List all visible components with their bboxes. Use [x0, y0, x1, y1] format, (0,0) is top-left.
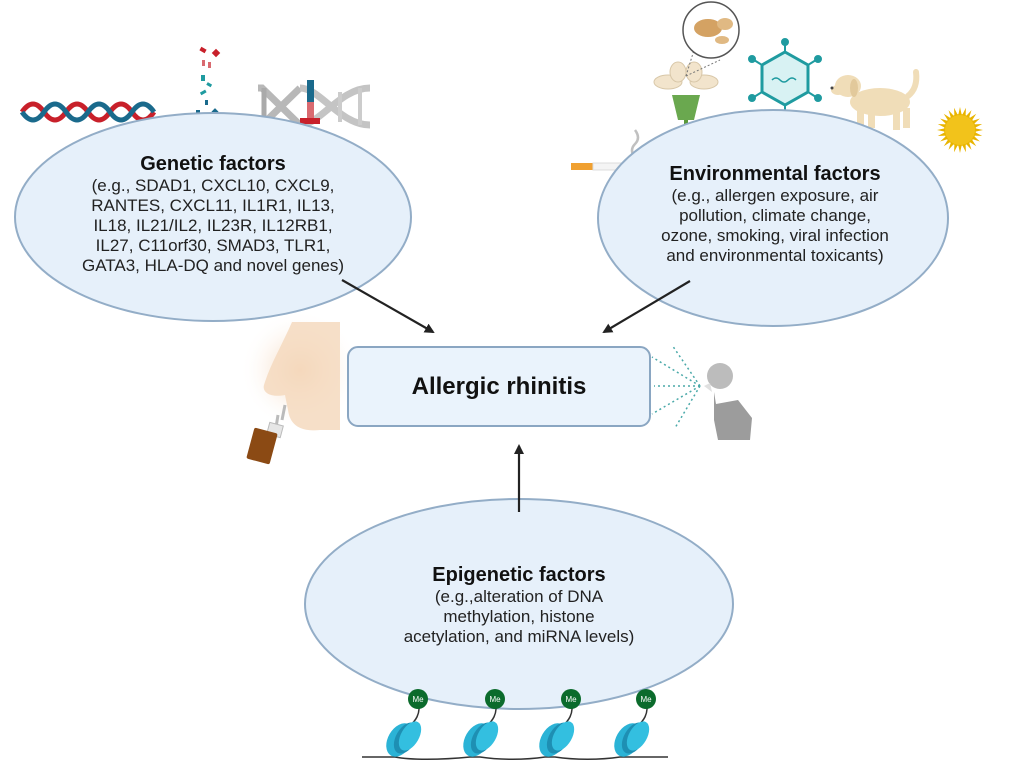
pollen-spike: [971, 118, 980, 125]
environmental-line: (e.g., allergen exposure, air: [671, 186, 879, 205]
pollen-spike: [943, 139, 951, 147]
pollen-spike: [943, 113, 951, 121]
genetic-line: GATA3, HLA-DQ and novel genes): [81, 256, 345, 275]
environmental-line: pollution, climate change,: [679, 206, 871, 225]
pollen-spike: [962, 107, 966, 117]
nucleosome-icon: Me: [539, 689, 581, 757]
environmental-to-center-arrow: [602, 280, 691, 334]
pollen-spike: [937, 132, 947, 136]
allergic-rhinitis-box: [347, 346, 651, 427]
nucleosome-icon: Me: [463, 689, 505, 757]
pollen-spike: [948, 110, 955, 119]
methyl-label: Me: [640, 695, 652, 704]
genetic-factors-title: Genetic factors: [140, 153, 286, 175]
genetic-factors-ellipse: [14, 112, 412, 322]
genetic-to-center-arrow: [341, 279, 435, 333]
environmental-line: ozone, smoking, viral infection: [661, 226, 889, 245]
pollen-spike: [954, 143, 958, 153]
chromatin-icon: Me Me Me Me: [362, 689, 668, 760]
sneezing-person-icon: [651, 344, 752, 440]
pollen-spike: [971, 135, 980, 142]
pollen-spike: [954, 107, 958, 117]
environmental-factors-title: Environmental factors: [669, 163, 881, 185]
epigenetic-factors-text: Epigenetic factors (e.g.,alteration of D…: [360, 563, 678, 647]
pollen-spike: [969, 113, 977, 121]
methyl-label: Me: [489, 695, 501, 704]
pollen-spike: [962, 143, 966, 153]
dog-icon: [830, 69, 920, 130]
dna-double-helix-icon: [19, 101, 157, 123]
allergic-rhinitis-label: Allergic rhinitis: [411, 372, 587, 400]
epigenetic-factors-title: Epigenetic factors: [432, 564, 606, 586]
nucleosome-icon: Me: [386, 689, 428, 757]
pollen-spike: [937, 124, 947, 128]
genetic-factors-text: Genetic factors (e.g., SDAD1, CXCL10, CX…: [40, 152, 386, 276]
pollen-spike: [974, 128, 983, 132]
methyl-label: Me: [412, 695, 424, 704]
genetic-line: IL27, C11orf30, SMAD3, TLR1,: [95, 236, 331, 255]
virus-icon: [748, 38, 822, 120]
pollen-spike: [937, 128, 946, 132]
epigenetic-line: acetylation, and miRNA levels): [403, 627, 635, 646]
pollen-spike: [965, 141, 972, 150]
nucleosome-icon: Me: [614, 689, 656, 757]
pollen-flower-icon: [653, 1, 740, 140]
environmental-factors-ellipse: [597, 109, 949, 327]
epigenetic-line: (e.g.,alteration of DNA: [434, 587, 604, 606]
methyl-label: Me: [565, 695, 577, 704]
pollen-spike: [965, 110, 972, 119]
pollen-spike: [940, 135, 949, 142]
pollen-spike: [940, 118, 949, 125]
pollen-spike: [948, 141, 955, 150]
pollen-grain-icon: [937, 107, 983, 153]
pollen-spike: [969, 139, 977, 147]
nasal-spray-icon: [240, 310, 360, 465]
environmental-line: and environmental toxicants): [666, 246, 884, 265]
genetic-line: (e.g., SDAD1, CXCL10, CXCL9,: [91, 176, 335, 195]
pollen-spike: [958, 144, 962, 153]
dna-fragments-icon: [196, 46, 221, 116]
pollen-spike: [958, 107, 962, 116]
pollen-spike: [973, 124, 983, 128]
epigenetic-line: methylation, histone: [443, 607, 595, 626]
genetic-line: RANTES, CXCL11, IL1R1, IL13,: [91, 196, 335, 215]
genetic-line: IL18, IL21/IL2, IL23R, IL12RB1,: [93, 216, 333, 235]
pollen-spike: [973, 132, 983, 136]
environmental-factors-text: Environmental factors (e.g., allergen ex…: [610, 162, 940, 266]
